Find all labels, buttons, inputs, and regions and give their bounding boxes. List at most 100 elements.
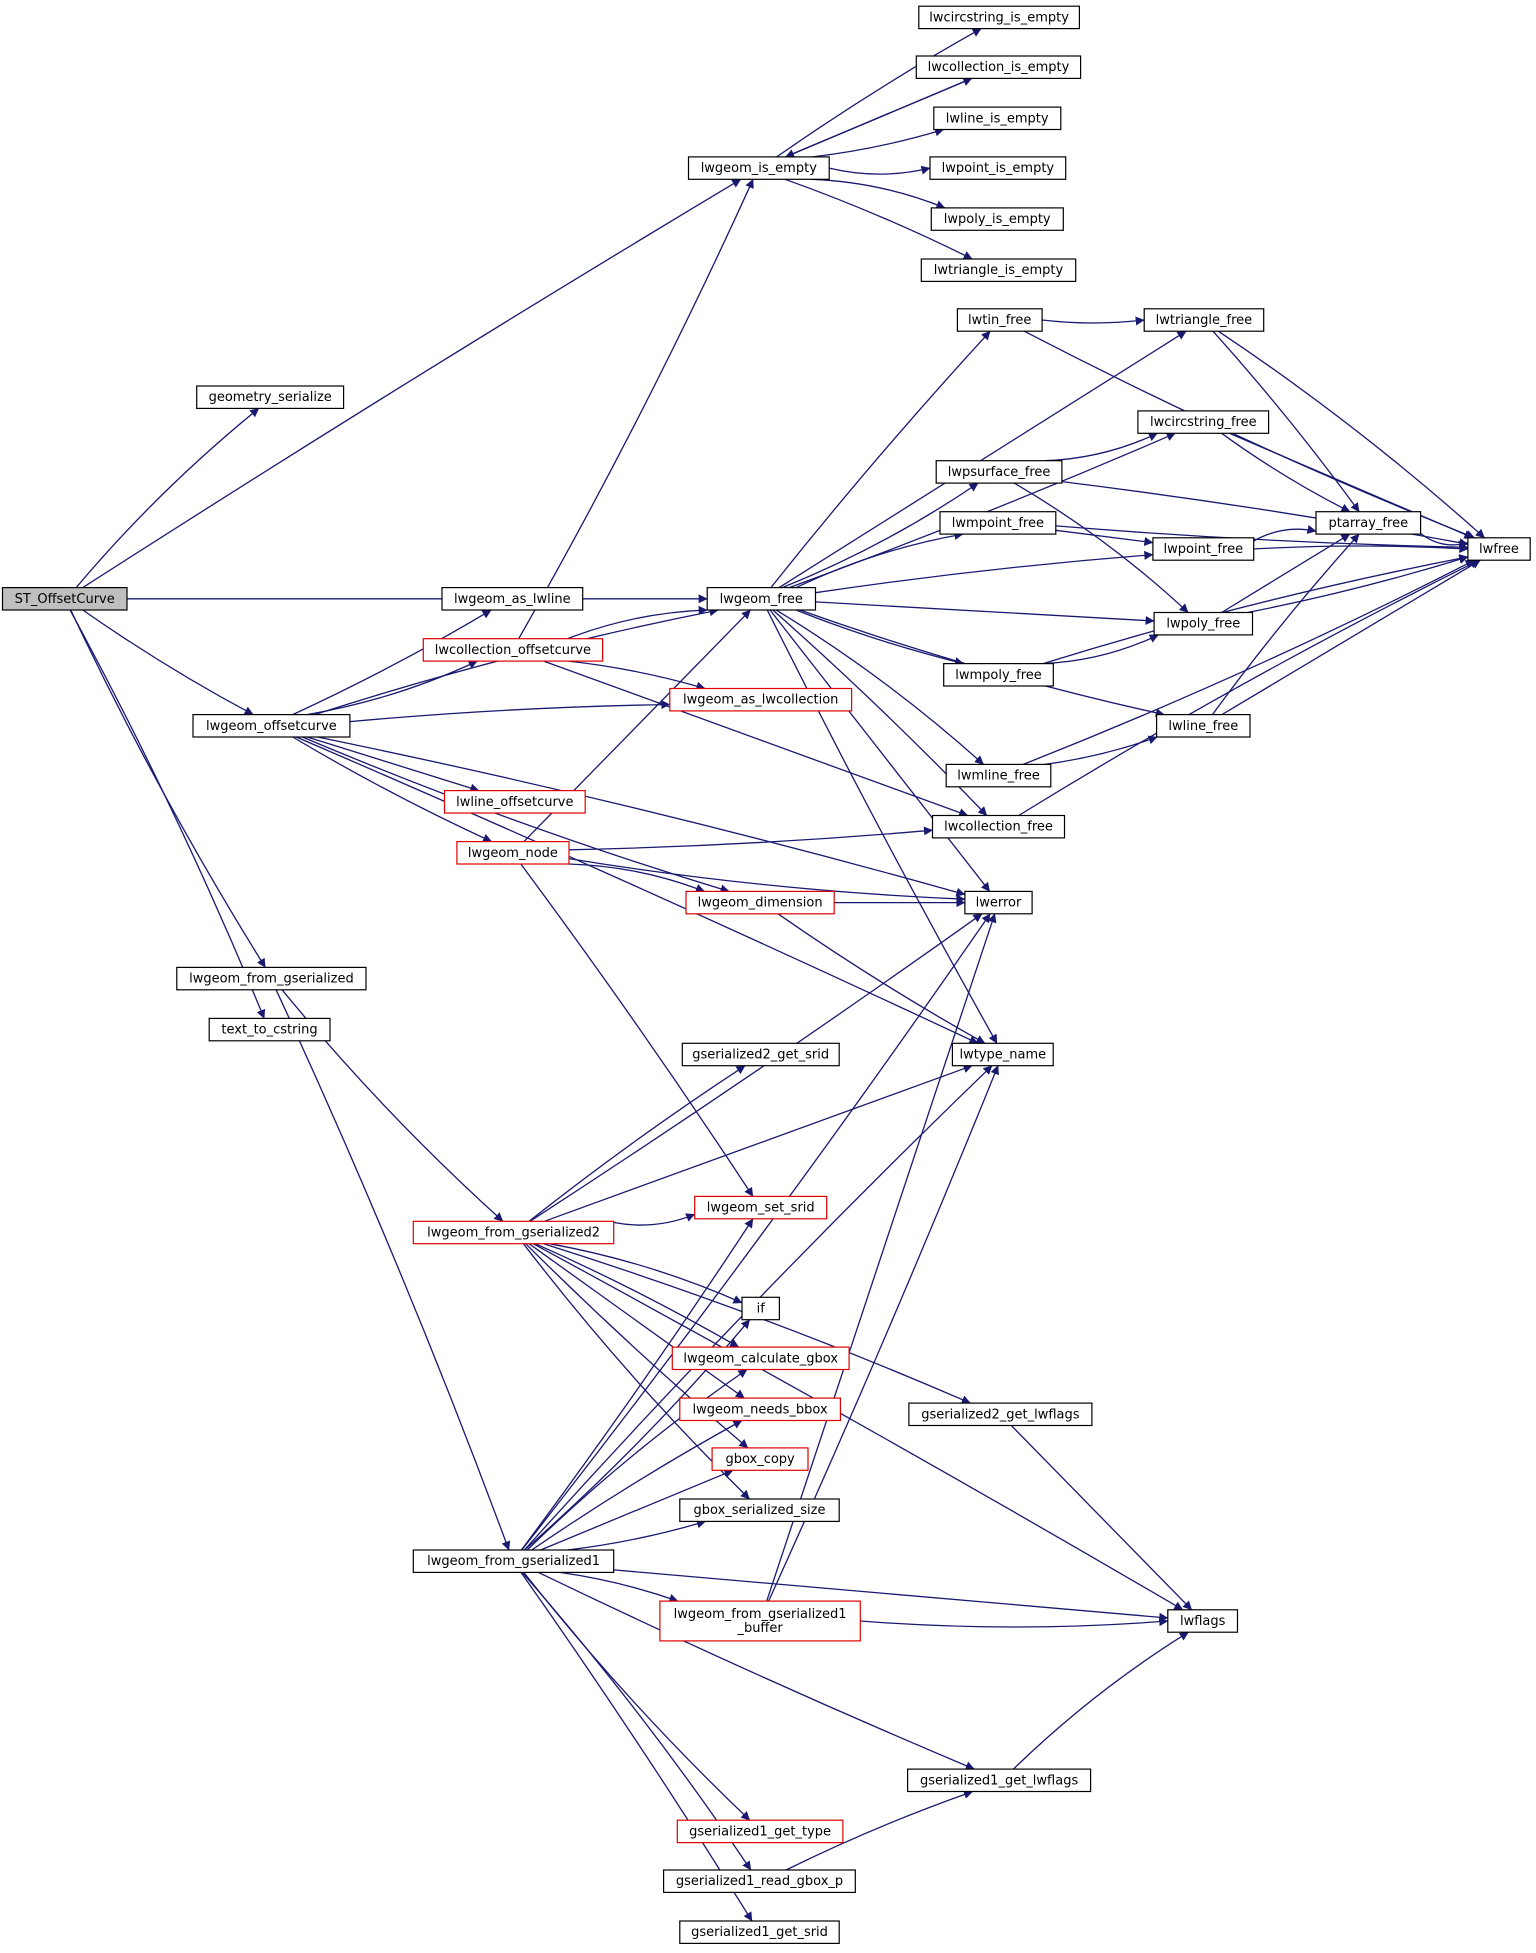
node-gserialized1-get-srid[interactable]: gserialized1_get_srid: [679, 1920, 840, 1944]
node-box: [945, 763, 1052, 788]
node-lwcollection-offsetcurve[interactable]: lwcollection_offsetcurve: [422, 638, 604, 662]
node-box: [918, 5, 1080, 30]
node-lwgeom-dimension[interactable]: lwgeom_dimension: [685, 890, 835, 915]
node-lwgeom-as-lwline[interactable]: lwgeom_as_lwline: [441, 586, 584, 611]
node-lwfree[interactable]: lwfree: [1467, 537, 1531, 561]
node-lwgeom-needs-bbox[interactable]: lwgeom_needs_bbox: [679, 1397, 841, 1422]
node-gserialized2-get-srid[interactable]: gserialized2_get_srid: [681, 1042, 840, 1067]
edge-lwgeom-offsetcurve-to-lwtype-name: [296, 736, 979, 1044]
edge-lwgeom-free-to-lwmpoly-free: [796, 609, 964, 666]
node-lwline-free[interactable]: lwline_free: [1155, 713, 1251, 738]
edge-lwpoly-free-to-lwfree: [1247, 555, 1469, 614]
node-lwtriangle-free[interactable]: lwtriangle_free: [1143, 308, 1265, 332]
node-label: lwgeom_needs_bbox: [693, 1402, 828, 1417]
node-label: lwgeom_from_gserialized1: [427, 1554, 600, 1569]
node-label: gserialized1_get_lwflags: [920, 1773, 1079, 1788]
node-box: [176, 966, 367, 991]
edge-lwgeom-free-to-lwpoint-free: [815, 550, 1154, 594]
edge-lwgeom-free-to-lwtriangle-free: [778, 330, 1187, 589]
edge-lwgeom-offsetcurve-to-lwcollection-offsetcurve: [306, 660, 478, 716]
edge-lwgeom-from-gserialized2-to-lwtype-name: [544, 1064, 973, 1222]
node-lwtriangle-is-empty[interactable]: lwtriangle_is_empty: [920, 258, 1077, 282]
edge-lwgeom-from-gserialized1-to-lwgeom-from-gserialized1-buffer: [559, 1571, 679, 1603]
edge-lwmline-free-to-lwfree: [1022, 559, 1475, 766]
node-lwline-is-empty[interactable]: lwline_is_empty: [933, 106, 1062, 131]
node-lwcollection-is-empty[interactable]: lwcollection_is_empty: [915, 55, 1082, 79]
node-lwerror[interactable]: lwerror: [964, 890, 1033, 915]
node-box: [192, 713, 351, 738]
node-box: [196, 385, 345, 409]
node-box: [935, 460, 1063, 484]
edge-gserialized2-get-lwflags-to-lwflags: [1010, 1425, 1193, 1611]
node-lwmline-free[interactable]: lwmline_free: [945, 763, 1052, 788]
node-label: lwgeom_as_lwcollection: [683, 693, 838, 708]
node-lwpoint-is-empty[interactable]: lwpoint_is_empty: [929, 156, 1067, 180]
node-lwgeom-as-lwcollection[interactable]: lwgeom_as_lwcollection: [669, 687, 853, 712]
edge-lwgeom-offsetcurve-to-lwerror: [317, 736, 966, 897]
edge-lwgeom-from-gserialized2-to-if: [549, 1243, 743, 1304]
edge-lwgeom-is-empty-to-lwpoint-is-empty: [829, 165, 931, 175]
node-gserialized2-get-lwflags[interactable]: gserialized2_get_lwflags: [908, 1402, 1093, 1427]
edge-lwtriangle-free-to-ptarray-free: [1212, 330, 1360, 513]
edge-lwgeom-from-gserialized1-to-lwgeom-set-srid: [520, 1218, 754, 1551]
node-box: [964, 890, 1033, 915]
node-lwcollection-free[interactable]: lwcollection_free: [931, 814, 1066, 839]
node-lwgeom-set-srid[interactable]: lwgeom_set_srid: [694, 1195, 828, 1220]
node-gbox-copy[interactable]: gbox_copy: [711, 1447, 809, 1471]
edge-ptarray-free-to-lwfree: [1420, 532, 1469, 550]
node-label: lwpoly_is_empty: [944, 212, 1051, 227]
node-if[interactable]: if: [741, 1296, 781, 1321]
node-lwflags[interactable]: lwflags: [1167, 1609, 1239, 1633]
node-box: [906, 1768, 1092, 1793]
node-label: text_to_cstring: [221, 1023, 317, 1038]
node-lwgeom-offsetcurve[interactable]: lwgeom_offsetcurve: [192, 713, 351, 738]
node-box: [208, 1017, 331, 1042]
node-box: [681, 1042, 840, 1067]
node-box: [711, 1447, 809, 1471]
node-lwgeom-from-gserialized[interactable]: lwgeom_from_gserialized: [176, 966, 367, 991]
node-lwpoly-free[interactable]: lwpoly_free: [1153, 611, 1254, 636]
node-label: lwgeom_calculate_gbox: [683, 1351, 838, 1366]
node-lwline-offsetcurve[interactable]: lwline_offsetcurve: [443, 789, 586, 814]
node-box: [1143, 308, 1265, 332]
node-text-to-cstring[interactable]: text_to_cstring: [208, 1017, 331, 1042]
edge-lwgeom-node-to-lwgeom-set-srid: [520, 863, 754, 1197]
node-lwgeom-free[interactable]: lwgeom_free: [706, 586, 817, 611]
edge-lwgeom-is-empty-to-lwline-is-empty: [812, 127, 945, 158]
node-gserialized1-get-lwflags[interactable]: gserialized1_get_lwflags: [906, 1768, 1092, 1793]
node-gserialized1-read-gbox-p[interactable]: gserialized1_read_gbox_p: [662, 1869, 856, 1893]
node-lwtin-free[interactable]: lwtin_free: [956, 308, 1043, 332]
node-label: lwerror: [976, 896, 1022, 911]
node-lwcircstring-free[interactable]: lwcircstring_free: [1137, 410, 1270, 434]
node-lwgeom-calculate-gbox[interactable]: lwgeom_calculate_gbox: [671, 1346, 850, 1371]
node-lwgeom-from-gserialized1-buffer[interactable]: lwgeom_from_gserialized1_buffer: [659, 1600, 861, 1642]
edge-lwpoint-free-to-ptarray-free: [1253, 525, 1317, 542]
node-lwmpoly-free[interactable]: lwmpoly_free: [943, 662, 1054, 687]
node-lwgeom-from-gserialized1[interactable]: lwgeom_from_gserialized1: [412, 1549, 615, 1573]
node-lwcircstring-is-empty[interactable]: lwcircstring_is_empty: [918, 5, 1080, 30]
node-lwgeom-node[interactable]: lwgeom_node: [456, 840, 570, 865]
node-label: gbox_copy: [725, 1452, 795, 1467]
edge-lwgeom-node-to-lwcollection-free: [568, 826, 933, 851]
node-lwtype-name[interactable]: lwtype_name: [951, 1042, 1054, 1067]
node-ptarray-free[interactable]: ptarray_free: [1315, 511, 1422, 535]
node-label: lwcollection_offsetcurve: [435, 643, 591, 658]
node-box: [679, 1498, 840, 1522]
node-lwpoint-free[interactable]: lwpoint_free: [1152, 537, 1255, 561]
edge-lwpsurface-free-to-lwcircstring-free: [1045, 432, 1158, 462]
node-lwmpoint-free[interactable]: lwmpoint_free: [939, 511, 1057, 535]
node-lwgeom-from-gserialized2[interactable]: lwgeom_from_gserialized2: [412, 1220, 615, 1245]
node-label: lwtriangle_is_empty: [934, 263, 1064, 278]
node-st-offsetcurve[interactable]: ST_OffsetCurve: [1, 586, 128, 611]
edge-lwtriangle-free-to-lwfree: [1217, 330, 1485, 539]
node-gserialized1-get-type[interactable]: gserialized1_get_type: [676, 1819, 844, 1844]
edge-lwpsurface-free-to-lwpoly-free: [1013, 482, 1189, 613]
node-gbox-serialized-size[interactable]: gbox_serialized_size: [679, 1498, 840, 1522]
node-lwgeom-is-empty[interactable]: lwgeom_is_empty: [687, 156, 830, 180]
edge-lwgeom-from-gserialized2-to-gbox-copy: [525, 1243, 749, 1449]
node-lwpoly-is-empty[interactable]: lwpoly_is_empty: [930, 207, 1064, 231]
node-box: [685, 890, 835, 915]
node-lwpsurface-free[interactable]: lwpsurface_free: [935, 460, 1063, 484]
node-label: lwgeom_dimension: [698, 896, 823, 911]
node-geometry-serialize[interactable]: geometry_serialize: [196, 385, 345, 409]
